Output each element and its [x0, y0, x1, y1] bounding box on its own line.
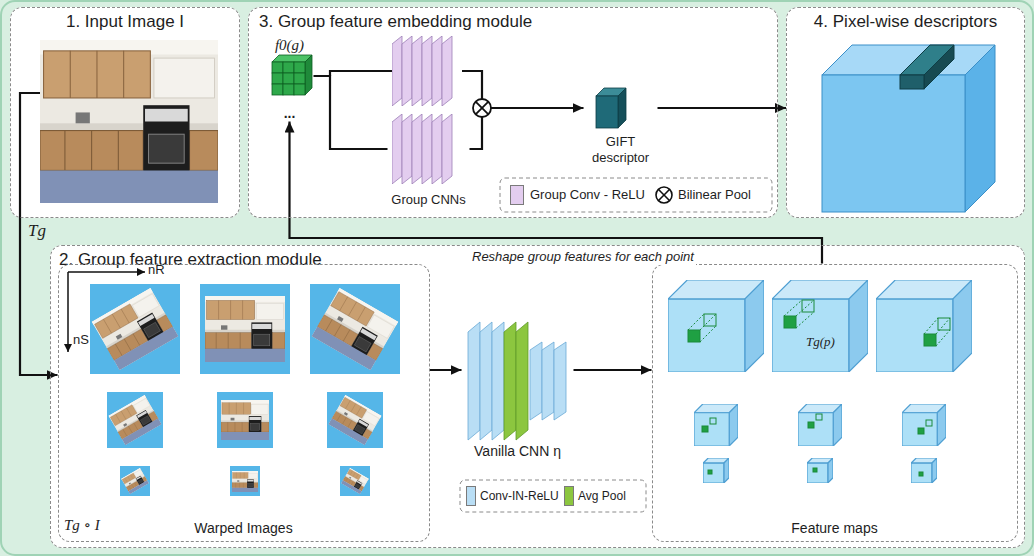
node-label: Vanilla CNN η	[466, 443, 570, 460]
node-label: ...	[266, 105, 314, 122]
module-panel: 4. Pixel-wise descriptors	[786, 7, 1025, 218]
bilinear-pool-symbol	[656, 187, 672, 203]
feature-maps	[668, 280, 972, 483]
legend-text: Group Conv - ReLU	[530, 187, 645, 203]
connector	[314, 76, 388, 149]
connector	[658, 107, 787, 109]
legend-swatch	[510, 185, 524, 205]
point-label: Tg(p)	[806, 334, 835, 350]
legend-box	[460, 480, 646, 512]
legend-swatch	[466, 486, 476, 506]
legend-swatch	[564, 486, 574, 506]
transform-label: Tg ∘ I	[64, 516, 100, 534]
panel-fills	[10, 7, 1025, 548]
warped-images	[90, 284, 400, 496]
connector	[20, 218, 58, 375]
warped-images-box: Warped Images	[58, 264, 430, 542]
branch-wire	[330, 71, 392, 76]
gift-cube	[596, 88, 626, 128]
cnn-block: Vanilla CNN η	[462, 318, 574, 462]
axis-arrow	[67, 272, 69, 352]
group-feature-cube	[272, 55, 312, 95]
group-cnn-stack	[392, 36, 452, 106]
descriptor-volume	[822, 45, 995, 212]
module-panel: 1. Input Image I	[10, 7, 240, 218]
axis-label: nR	[148, 262, 165, 278]
connector	[430, 369, 462, 371]
panel-heading: 3. Group feature embedding module	[259, 12, 767, 32]
panel-heading: 1. Input Image I	[19, 12, 231, 32]
group-cnn-block: Group CNNs	[388, 110, 470, 210]
legend-text: Conv-IN-ReLU	[480, 489, 559, 503]
group-cnn-stack	[392, 114, 452, 184]
connector	[290, 122, 823, 264]
legend-text: Avg Pool	[578, 489, 626, 503]
node-label: f0(g)	[266, 36, 314, 54]
vanilla-cnn-stack	[468, 322, 566, 440]
edge-label: Tg	[26, 221, 48, 241]
branch-wire	[462, 71, 482, 99]
connector	[574, 369, 652, 371]
node-label: Group CNNs	[391, 192, 467, 208]
point-markers	[688, 300, 950, 476]
panel-heading: Warped Images	[65, 520, 423, 537]
legend-box	[500, 178, 772, 212]
axis-arrow	[68, 271, 145, 273]
legend-text: Bilinear Pool	[678, 187, 751, 203]
group-feature-node: f0(g)...	[266, 36, 314, 122]
axis-label: nS	[73, 332, 89, 348]
bilinear-pool-symbol	[473, 99, 491, 117]
edge-label: Reshape group features for each point	[470, 249, 696, 265]
panel-heading: 4. Pixel-wise descriptors	[795, 12, 1016, 32]
feature-maps-box: Feature maps	[652, 264, 1018, 542]
input-wire	[20, 93, 40, 218]
descriptor-block: GIFT descriptor	[584, 84, 658, 168]
panel-heading: Feature maps	[659, 520, 1011, 537]
node-label: GIFT descriptor	[587, 134, 655, 165]
input-photo	[40, 40, 218, 203]
